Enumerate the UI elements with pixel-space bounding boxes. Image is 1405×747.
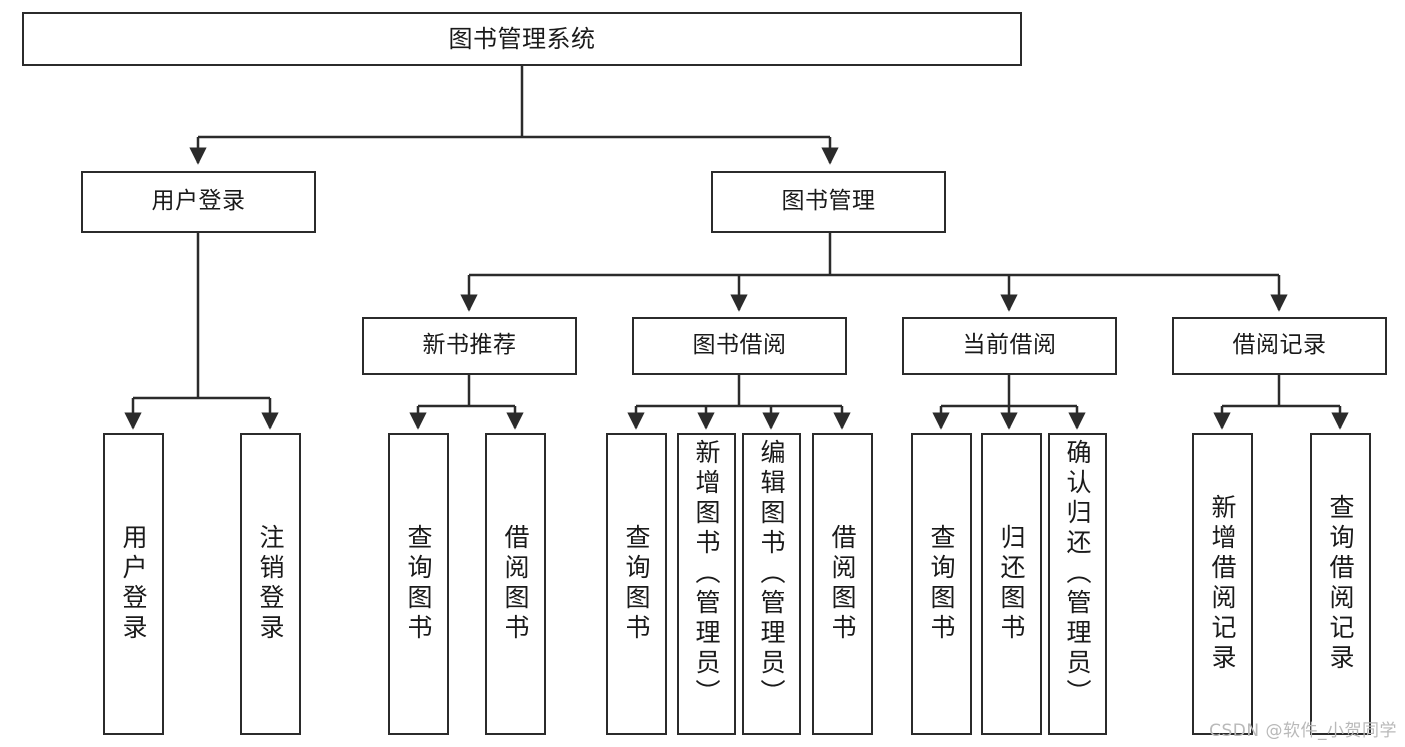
node-leaf-confirm-return[interactable]: 确认归还（管理员） (1048, 433, 1107, 735)
node-leaf-return-book-label: 归还图书 (997, 524, 1026, 644)
node-user-login[interactable]: 用户登录 (81, 171, 316, 233)
node-borrow-record[interactable]: 借阅记录 (1172, 317, 1387, 375)
node-root[interactable]: 图书管理系统 (22, 12, 1022, 66)
node-leaf-query-book-3[interactable]: 查询图书 (911, 433, 972, 735)
node-leaf-borrow-book-1[interactable]: 借阅图书 (485, 433, 546, 735)
node-leaf-borrow-book-1-label: 借阅图书 (501, 524, 530, 644)
node-leaf-query-record[interactable]: 查询借阅记录 (1310, 433, 1371, 735)
node-leaf-query-book-2-label: 查询图书 (622, 524, 651, 644)
node-leaf-confirm-return-label: 确认归还（管理员） (1063, 439, 1092, 709)
node-borrow-record-label: 借阅记录 (1232, 332, 1327, 359)
node-leaf-borrow-book-2[interactable]: 借阅图书 (812, 433, 873, 735)
node-current-borrow[interactable]: 当前借阅 (902, 317, 1117, 375)
node-leaf-logout-label: 注销登录 (256, 524, 285, 644)
node-leaf-query-book-2[interactable]: 查询图书 (606, 433, 667, 735)
node-leaf-edit-book[interactable]: 编辑图书（管理员） (742, 433, 801, 735)
node-leaf-query-record-label: 查询借阅记录 (1326, 494, 1355, 674)
node-current-borrow-label: 当前借阅 (962, 332, 1057, 359)
node-leaf-return-book[interactable]: 归还图书 (981, 433, 1042, 735)
node-leaf-add-record-label: 新增借阅记录 (1208, 494, 1237, 674)
node-leaf-add-record[interactable]: 新增借阅记录 (1192, 433, 1253, 735)
node-leaf-query-book-1[interactable]: 查询图书 (388, 433, 449, 735)
node-leaf-user-login-label: 用户登录 (119, 524, 148, 644)
node-leaf-borrow-book-2-label: 借阅图书 (828, 524, 857, 644)
node-leaf-add-book-label: 新增图书（管理员） (692, 439, 721, 709)
node-new-book-recommend[interactable]: 新书推荐 (362, 317, 577, 375)
node-root-label: 图书管理系统 (448, 24, 596, 53)
node-book-borrow-label: 图书借阅 (692, 332, 787, 359)
csdn-watermark: CSDN @软件_小贺同学 (1209, 721, 1397, 741)
node-book-manage-label: 图书管理 (781, 188, 876, 215)
node-book-manage[interactable]: 图书管理 (711, 171, 946, 233)
node-leaf-logout[interactable]: 注销登录 (240, 433, 301, 735)
node-user-login-label: 用户登录 (151, 188, 246, 215)
node-leaf-edit-book-label: 编辑图书（管理员） (757, 439, 786, 709)
node-leaf-query-book-1-label: 查询图书 (404, 524, 433, 644)
node-book-borrow[interactable]: 图书借阅 (632, 317, 847, 375)
node-leaf-user-login[interactable]: 用户登录 (103, 433, 164, 735)
node-new-book-recommend-label: 新书推荐 (422, 332, 517, 359)
node-leaf-query-book-3-label: 查询图书 (927, 524, 956, 644)
node-leaf-add-book[interactable]: 新增图书（管理员） (677, 433, 736, 735)
